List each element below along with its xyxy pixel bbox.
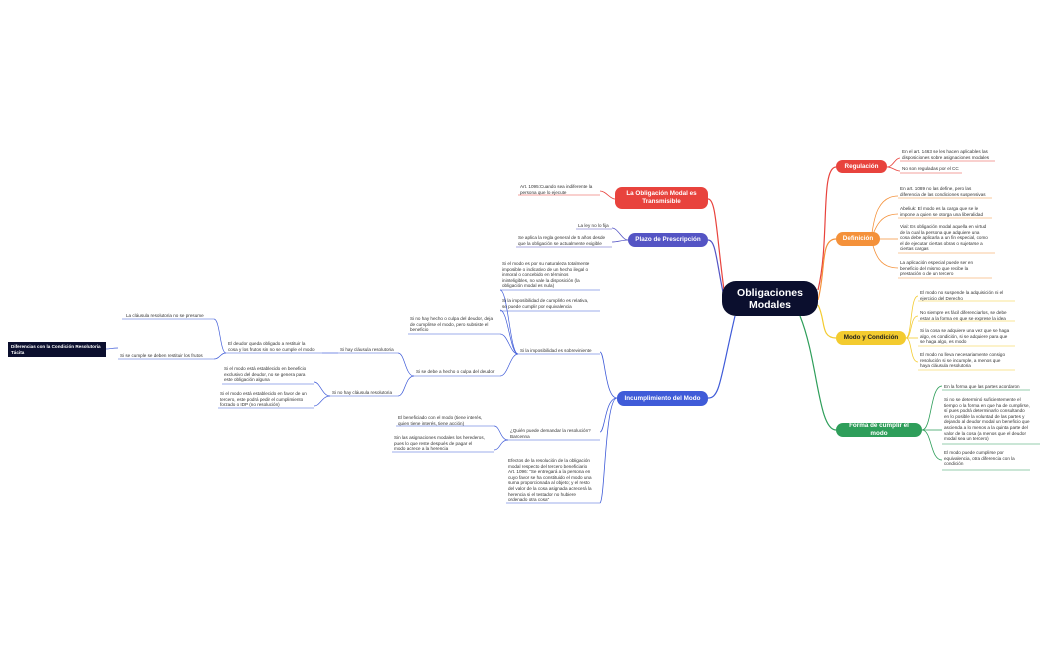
leaf-definicion-1: En art. 1089 no las define, pero las dif… xyxy=(900,186,986,197)
leaf-sin-clausula-1: Si el modo está establecido en beneficio… xyxy=(224,366,307,383)
leaf-modo-2: No siempre es fácil diferenciarlos, se d… xyxy=(920,310,1007,321)
leaf-imposibilidad: Si la imposibilidad es sobreviniente xyxy=(520,348,592,353)
branch-forma-cumplir[interactable]: Forma de cumplir el modo xyxy=(836,422,922,437)
leaf-transmisible-1: Art. 1095:Cuando sea indiferente la pers… xyxy=(520,184,593,195)
branch-definicion[interactable]: Definición xyxy=(836,232,880,246)
leaf-modo-3: Si la cosa se adquiere una vez que se ha… xyxy=(920,328,1010,345)
leaf-imposibilidad-2: Si la imposibilidad de cumplirlo es rela… xyxy=(502,298,589,309)
leaf-hay-clausula: Si hay cláusula resolutoria xyxy=(340,347,394,352)
leaf-efectos-resolucion: Efectos de la resolución de la obligació… xyxy=(508,458,592,503)
leaf-quien-demandar: ¿Quién puede demandar la resolución? Bar… xyxy=(510,428,591,439)
branch-regulacion[interactable]: Regulación xyxy=(836,160,887,173)
leaf-regulacion-1: En el art. 1463 se les hacen aplicables … xyxy=(902,149,990,160)
leaf-prescripcion-1: La ley no lo fija xyxy=(578,223,609,228)
leaf-definicion-2: Abeliuk: El modo es la carga que se le i… xyxy=(900,206,984,217)
leaf-definicion-3: Vial: Es obligación modal aquella en vir… xyxy=(900,224,988,252)
leaf-demandar-2: Sin las asignaciones modales los hereder… xyxy=(394,435,485,452)
branch-prescripcion[interactable]: Plazo de Prescripción xyxy=(628,233,708,247)
leaf-definicion-4: La aplicación especial puede ser en bene… xyxy=(900,260,974,277)
leaf-imposibilidad-3: Si no hay hecho o culpa del deudor, deja… xyxy=(410,316,494,333)
leaf-culpa-deudor: Si se debe a hecho o culpa del deudor xyxy=(416,369,495,374)
leaf-modo-1: El modo no suspende la adquisición ni el… xyxy=(920,290,1004,301)
central-topic[interactable]: Obligaciones Modales xyxy=(722,281,818,316)
leaf-forma-1: En la forma que las partes acordaron xyxy=(944,384,1020,389)
leaf-forma-3: El modo puede cumplirse por equivalencia… xyxy=(944,450,1015,467)
leaf-sin-clausula-2: Si el modo está establecido en favor de … xyxy=(220,391,307,408)
note-condicion-resolutoria[interactable]: Diferencias con la Condición Resolutoria… xyxy=(8,342,106,358)
leaf-modo-4: El modo no lleva necesariamente consigo … xyxy=(920,352,1006,369)
leaf-demandar-1: El beneficiado con el modo (tiene interé… xyxy=(398,415,483,426)
branch-incumplimiento[interactable]: Incumplimiento del Modo xyxy=(617,391,708,406)
leaf-deudor-restituir: El deudor queda obligado a restituir la … xyxy=(228,341,315,352)
branch-transmisible[interactable]: La Obligación Modal es Transmisible xyxy=(615,187,708,209)
leaf-prescripcion-2: Se aplica la regla general de 5 años des… xyxy=(518,235,606,246)
branch-modo-condicion[interactable]: Modo y Condición xyxy=(836,331,906,345)
leaf-imposibilidad-1: Si el modo es por su naturaleza totalmen… xyxy=(502,261,590,289)
leaf-no-presume: La cláusula resolutoria no se presume xyxy=(126,313,204,318)
leaf-forma-2: Si no se determinó suficientemente el ti… xyxy=(944,397,1030,442)
leaf-no-hay-clausula: Si no hay cláusula resolutoria xyxy=(332,390,393,395)
leaf-restituir-frutos: Si se cumple se deben restituir los frut… xyxy=(120,353,203,358)
leaf-regulacion-2: No son reguladas por el CC xyxy=(902,166,959,171)
